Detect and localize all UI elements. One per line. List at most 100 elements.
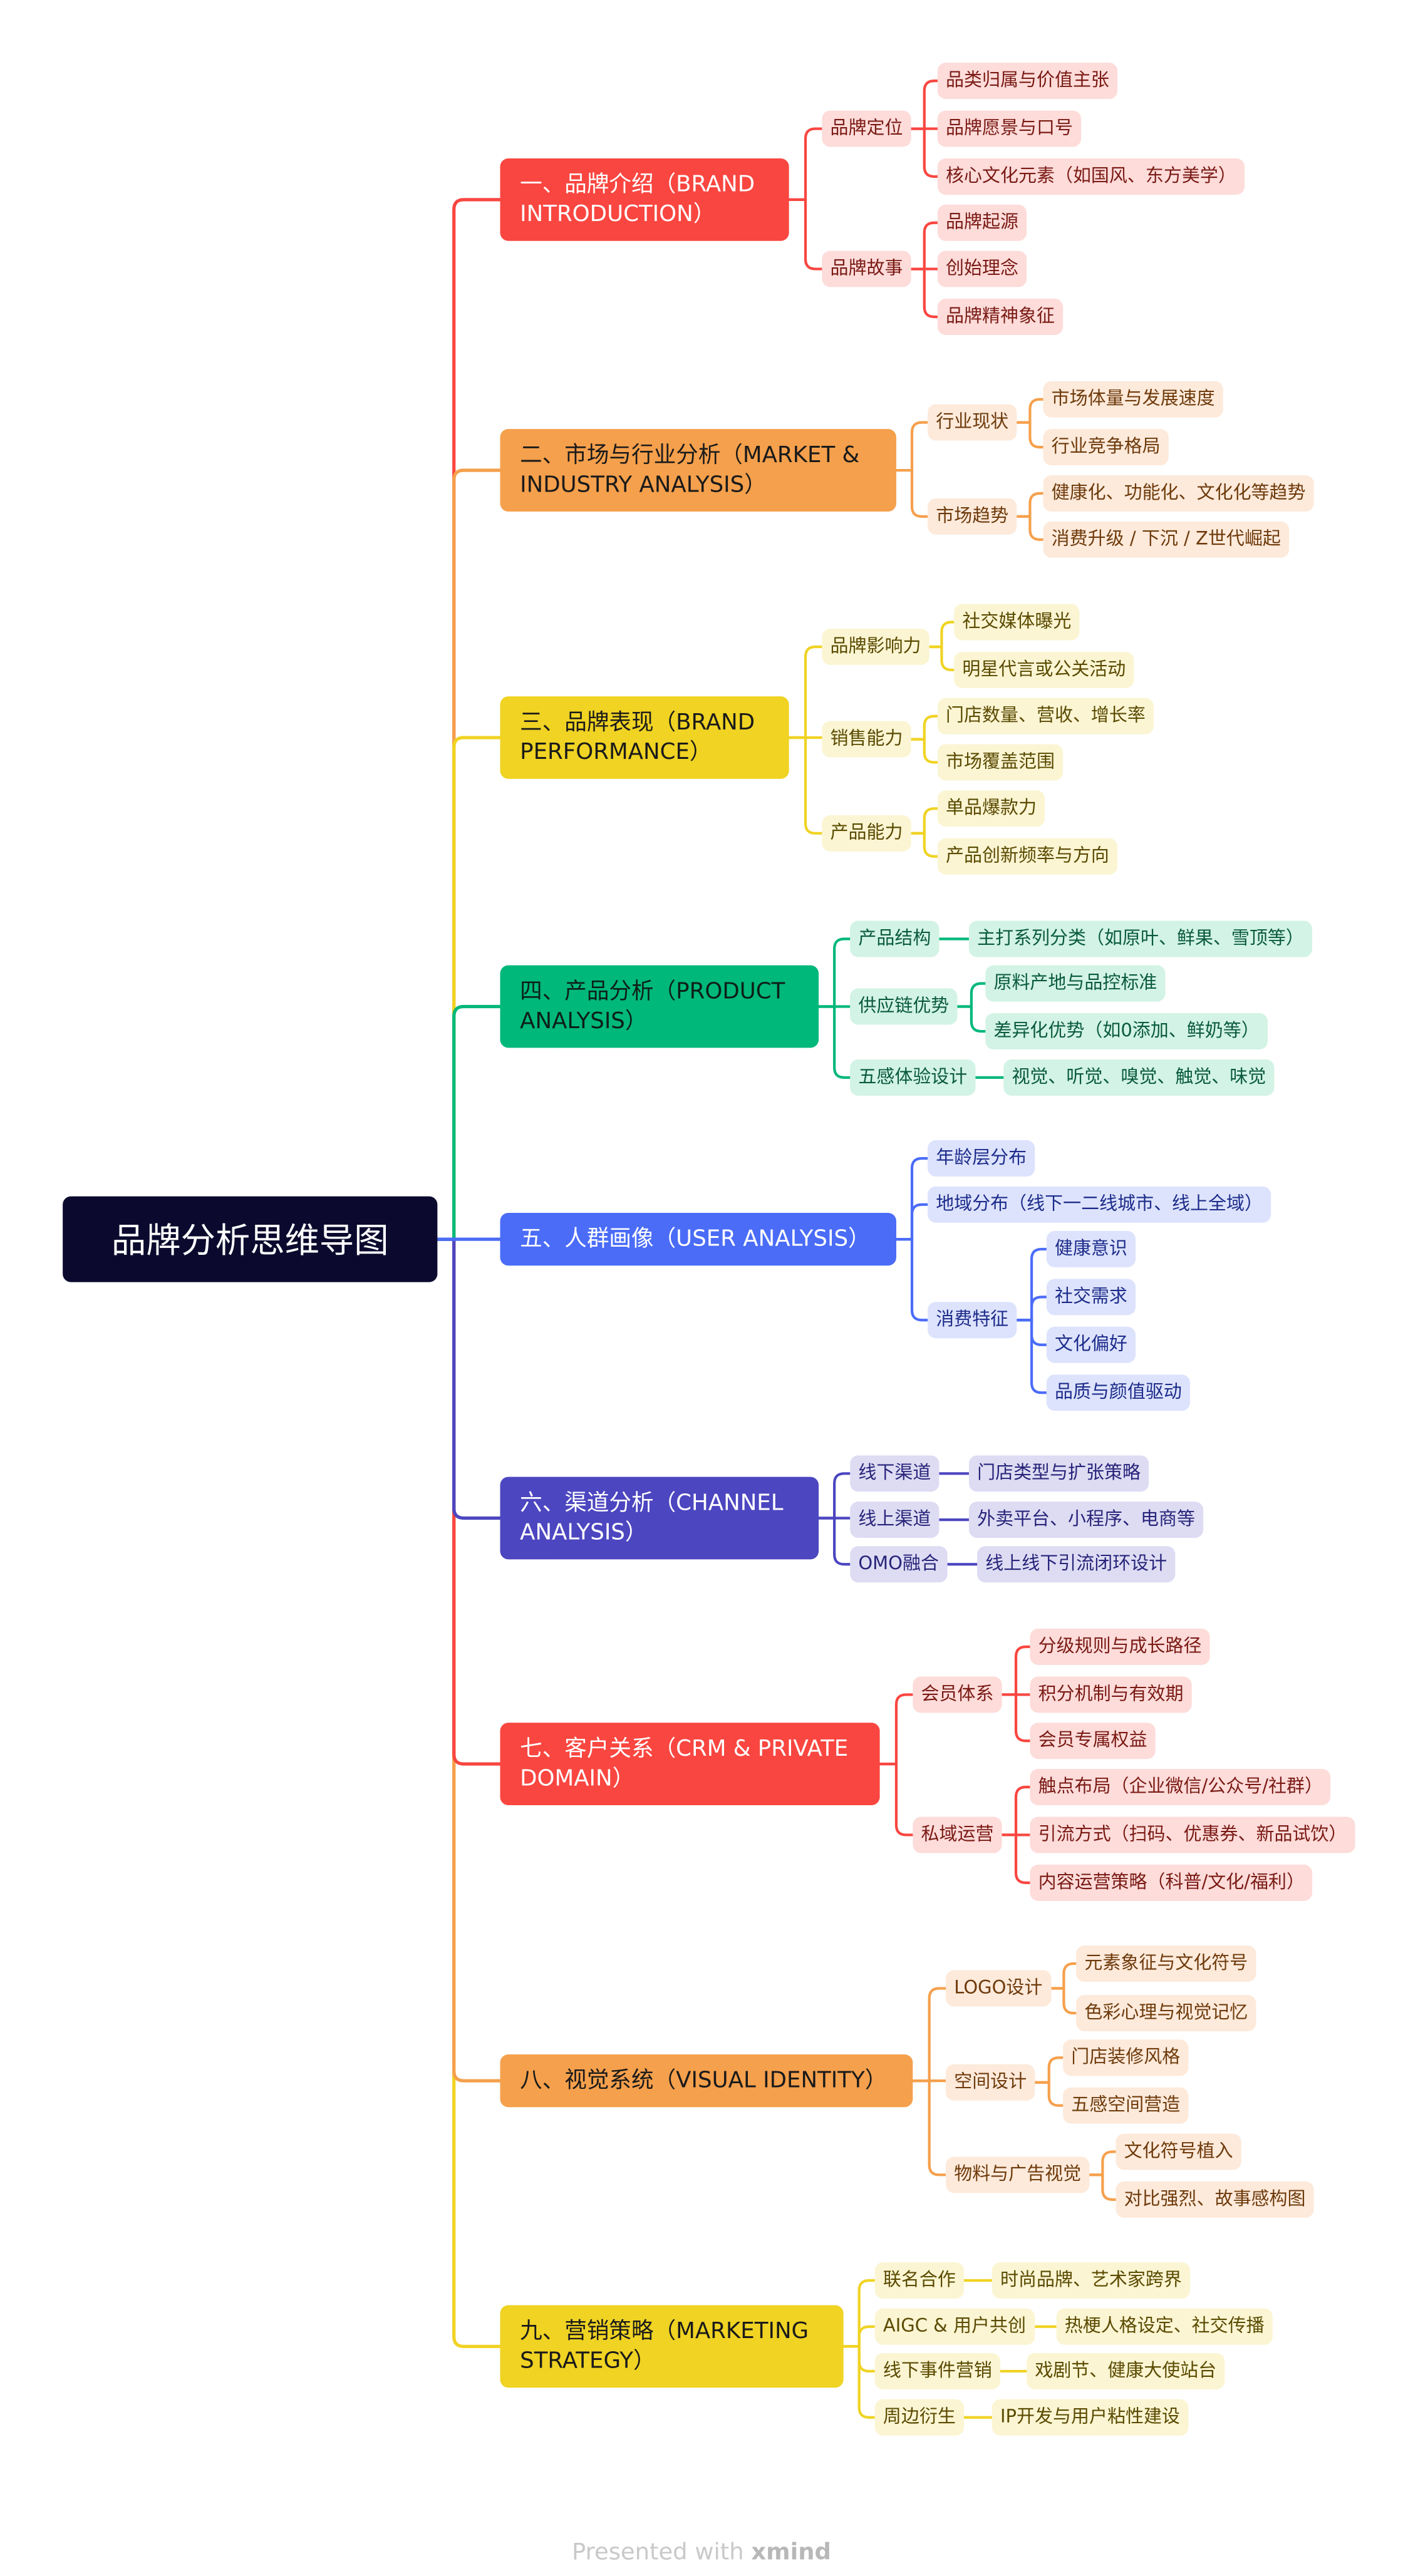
subtopic[interactable]: 品牌定位 xyxy=(822,110,911,147)
leaf-topic[interactable]: 积分机制与有效期 xyxy=(1030,1676,1192,1713)
subtopic[interactable]: 地域分布（线下一二线城市、线上全域） xyxy=(928,1186,1271,1223)
leaf-topic[interactable]: 热梗人格设定、社交传播 xyxy=(1056,2308,1273,2345)
main-topic-6[interactable]: 六、渠道分析（CHANNEL ANALYSIS） xyxy=(500,1476,819,1560)
subtopic[interactable]: 产品结构 xyxy=(850,920,940,957)
xmind-logo[interactable]: xmind xyxy=(751,2539,831,2566)
leaf-topic[interactable]: 差异化优势（如0添加、鲜奶等） xyxy=(985,1013,1268,1050)
leaf-topic[interactable]: 门店数量、营收、增长率 xyxy=(937,698,1154,734)
connector-line xyxy=(928,645,956,672)
leaf-topic[interactable]: 文化偏好 xyxy=(1046,1326,1136,1363)
leaf-topic[interactable]: 线上线下引流闭环设计 xyxy=(977,1546,1176,1583)
leaf-topic[interactable]: 会员专属权益 xyxy=(1030,1723,1156,1759)
leaf-topic[interactable]: 健康意识 xyxy=(1046,1230,1136,1267)
leaf-topic[interactable]: 品质与颜值驱动 xyxy=(1046,1374,1191,1411)
subtopic[interactable]: AIGC & 用户共创 xyxy=(874,2308,1035,2345)
leaf-topic[interactable]: 文化符号植入 xyxy=(1116,2133,1241,2170)
subtopic[interactable]: 消费特征 xyxy=(928,1302,1017,1339)
leaf-topic[interactable]: 色彩心理与视觉记忆 xyxy=(1076,1995,1256,2032)
main-topic-9[interactable]: 九、营销策略（MARKETING STRATEGY） xyxy=(500,2305,844,2388)
leaf-topic[interactable]: 视觉、听觉、嗅觉、触觉、味觉 xyxy=(1003,1059,1275,1096)
leaf-topic[interactable]: 品牌愿景与口号 xyxy=(937,110,1082,147)
subtopic[interactable]: 产品能力 xyxy=(822,815,911,852)
leaf-topic[interactable]: 品牌起源 xyxy=(937,204,1027,241)
subtopic[interactable]: LOGO设计 xyxy=(946,1970,1051,2007)
leaf-topic[interactable]: IP开发与用户粘性建设 xyxy=(991,2399,1189,2436)
main-topic-2[interactable]: 二、市场与行业分析（MARKET & INDUSTRY ANALYSIS） xyxy=(500,429,896,512)
connector-line xyxy=(1015,421,1045,449)
leaf-topic[interactable]: 门店类型与扩张策略 xyxy=(968,1455,1149,1492)
leaf-topic[interactable]: 单品爆款力 xyxy=(937,790,1045,827)
footer: Presented with xmind xyxy=(0,2540,1403,2566)
main-topic-8[interactable]: 八、视觉系统（VISUAL IDENTITY） xyxy=(500,2054,913,2108)
connector-line xyxy=(842,2325,876,2348)
subtopic[interactable]: OMO融合 xyxy=(850,1546,948,1583)
subtopic[interactable]: 物料与广告视觉 xyxy=(946,2156,1090,2193)
connector-line xyxy=(909,80,939,130)
leaf-topic[interactable]: 产品创新频率与方向 xyxy=(937,838,1118,875)
leaf-topic[interactable]: 引流方式（扫码、优惠券、新品试饮） xyxy=(1030,1816,1355,1853)
leaf-topic[interactable]: 对比强烈、故事感构图 xyxy=(1116,2181,1314,2218)
subtopic[interactable]: 联名合作 xyxy=(874,2262,965,2299)
leaf-topic[interactable]: 社交需求 xyxy=(1046,1279,1136,1316)
leaf-topic[interactable]: 消费升级 / 下沉 / Z世代崛起 xyxy=(1043,521,1290,558)
subtopic[interactable]: 空间设计 xyxy=(946,2064,1035,2101)
connector-line xyxy=(787,127,824,201)
subtopic[interactable]: 私域运营 xyxy=(913,1816,1002,1853)
subtopic[interactable]: 线下渠道 xyxy=(850,1455,940,1492)
connector-line xyxy=(435,1237,502,2083)
connector-line xyxy=(909,221,939,270)
leaf-topic[interactable]: 创始理念 xyxy=(937,250,1027,287)
leaf-topic[interactable]: 市场体量与发展速度 xyxy=(1043,381,1223,418)
leaf-topic[interactable]: 核心文化元素（如国风、东方美学） xyxy=(937,158,1245,195)
leaf-topic[interactable]: 明星代言或公关活动 xyxy=(954,651,1134,688)
main-topic-1[interactable]: 一、品牌介绍（BRAND INTRODUCTION） xyxy=(500,158,789,241)
connector-line xyxy=(435,1237,502,1766)
leaf-topic[interactable]: 元素象征与文化符号 xyxy=(1076,1945,1256,1982)
leaf-topic[interactable]: 健康化、功能化、文化化等趋势 xyxy=(1043,475,1314,512)
leaf-topic[interactable]: 外卖平台、小程序、电商等 xyxy=(968,1502,1204,1538)
main-topic-5[interactable]: 五、人群画像（USER ANALYSIS） xyxy=(500,1212,896,1266)
subtopic[interactable]: 五感体验设计 xyxy=(850,1059,976,1096)
subtopic[interactable]: 年龄层分布 xyxy=(928,1140,1035,1177)
connector-line xyxy=(909,738,939,764)
leaf-topic[interactable]: 分级规则与成长路径 xyxy=(1030,1629,1210,1666)
leaf-topic[interactable]: 品类归属与价值主张 xyxy=(937,63,1118,100)
subtopic[interactable]: 会员体系 xyxy=(913,1676,1002,1713)
leaf-topic[interactable]: 主打系列分类（如原叶、鲜果、雪顶等） xyxy=(968,920,1313,957)
main-topic-4[interactable]: 四、产品分析（PRODUCT ANALYSIS） xyxy=(500,965,819,1048)
subtopic[interactable]: 品牌故事 xyxy=(822,250,911,287)
leaf-topic[interactable]: 品牌精神象征 xyxy=(937,298,1064,335)
connector-line xyxy=(435,1004,502,1241)
footer-prefix: Presented with xyxy=(572,2539,752,2566)
main-topic-3[interactable]: 三、品牌表现（BRAND PERFORMANCE） xyxy=(500,696,789,779)
connector-line xyxy=(1015,398,1045,424)
leaf-topic[interactable]: 触点布局（企业微信/公众号/社群） xyxy=(1030,1769,1332,1806)
subtopic[interactable]: 品牌影响力 xyxy=(822,629,929,666)
leaf-topic[interactable]: 原料产地与品控标准 xyxy=(985,965,1166,1002)
leaf-topic[interactable]: 戏剧节、健康大使站台 xyxy=(1027,2352,1225,2389)
leaf-topic[interactable]: 内容运营策略（科普/文化/福利） xyxy=(1030,1864,1313,1901)
leaf-topic[interactable]: 时尚品牌、艺术家跨界 xyxy=(991,2262,1191,2299)
connector-line xyxy=(909,832,939,858)
subtopic[interactable]: 供应链优势 xyxy=(850,988,958,1025)
connector-line xyxy=(894,1238,929,1322)
leaf-topic[interactable]: 五感空间营造 xyxy=(1063,2087,1189,2124)
subtopic[interactable]: 市场趋势 xyxy=(928,498,1017,535)
subtopic[interactable]: 线上渠道 xyxy=(850,1502,940,1538)
connector-line xyxy=(1000,1693,1032,1743)
subtopic[interactable]: 行业现状 xyxy=(928,404,1017,441)
connector-line xyxy=(1000,1645,1032,1696)
connector-line xyxy=(787,198,824,270)
connector-line xyxy=(878,1763,914,1837)
subtopic[interactable]: 线下事件营销 xyxy=(874,2352,1000,2389)
leaf-topic[interactable]: 社交媒体曝光 xyxy=(954,604,1080,641)
subtopic[interactable]: 周边衍生 xyxy=(874,2399,965,2436)
main-topic-7[interactable]: 七、客户关系（CRM & PRIVATE DOMAIN） xyxy=(500,1723,880,1806)
connector-line xyxy=(928,621,956,649)
leaf-topic[interactable]: 门店装修风格 xyxy=(1063,2039,1189,2076)
root-topic[interactable]: 品牌分析思维导图 xyxy=(63,1196,438,1282)
leaf-topic[interactable]: 市场覆盖范围 xyxy=(937,744,1064,781)
leaf-topic[interactable]: 行业竞争格局 xyxy=(1043,429,1169,466)
subtopic[interactable]: 销售能力 xyxy=(822,721,911,758)
